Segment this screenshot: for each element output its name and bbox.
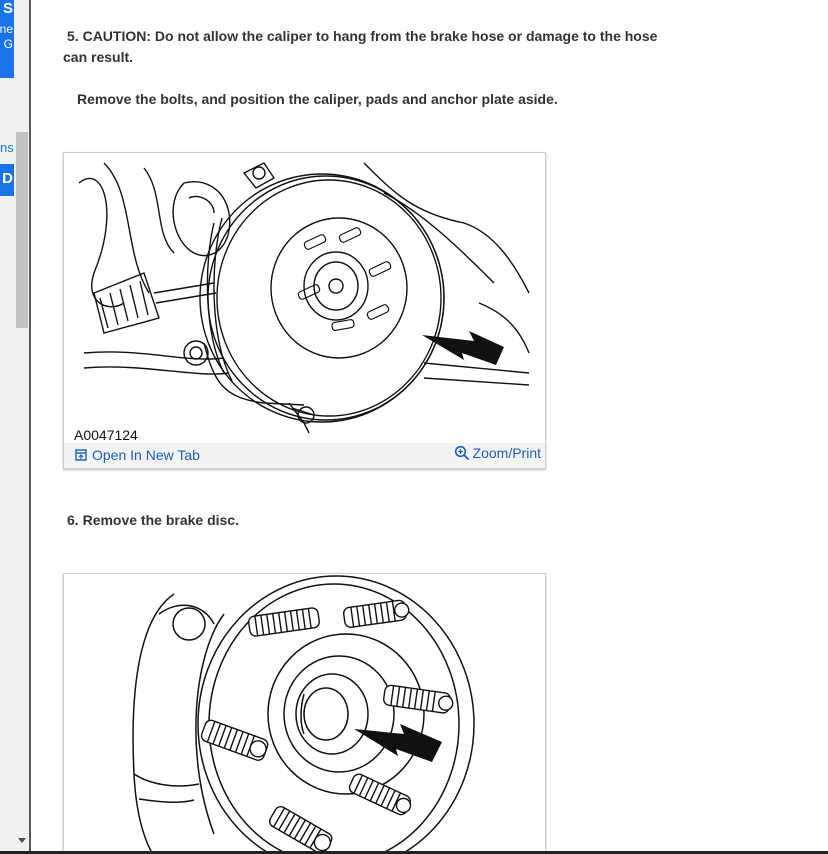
bottom-border [0,851,828,854]
sidebar-card-title: S [2,0,13,17]
figure-caliper-removal: A0047124 Open In New Tab Zoom/Print [63,152,546,469]
left-sidebar: S ne G ns D [0,0,31,854]
sidebar-card-line: G [3,37,13,51]
zoom-print-link[interactable]: Zoom/Print [454,445,541,461]
scroll-down-arrow-icon[interactable] [18,838,26,843]
step-6: 6. Remove the brake disc. [67,510,239,531]
brake-disc-illustration [78,162,530,434]
sidebar-button-label: D [2,170,13,187]
step-number: 5. [67,28,79,44]
zoom-print-label: Zoom/Print [472,445,541,461]
figure-disc-removal [63,573,546,854]
scrollbar-track[interactable] [14,0,29,854]
sidebar-card[interactable]: S ne G [0,0,14,78]
sidebar-button[interactable]: D [0,164,14,196]
main-content: 5. CAUTION: Do not allow the caliper to … [33,0,828,854]
step-5: 5. CAUTION: Do not allow the caliper to … [63,26,663,68]
step-number: 6. [67,512,79,528]
step-text: CAUTION: Do not allow the caliper to han… [63,28,658,65]
sidebar-card-line: ne [0,22,13,36]
wheel-hub-illustration [132,575,475,854]
step-text: Remove the brake disc. [82,512,239,528]
open-in-new-tab-label: Open In New Tab [92,447,200,463]
open-in-new-tab-link[interactable]: Open In New Tab [75,447,200,463]
scrollbar-thumb[interactable] [16,132,28,328]
step-5-instruction: Remove the bolts, and position the calip… [77,91,558,107]
sidebar-link[interactable]: ns [0,140,14,155]
figure-code: A0047124 [74,427,138,443]
zoom-icon [454,445,469,461]
open-in-new-tab-icon [75,449,87,461]
figure-toolbar: Open In New Tab Zoom/Print [64,443,545,468]
